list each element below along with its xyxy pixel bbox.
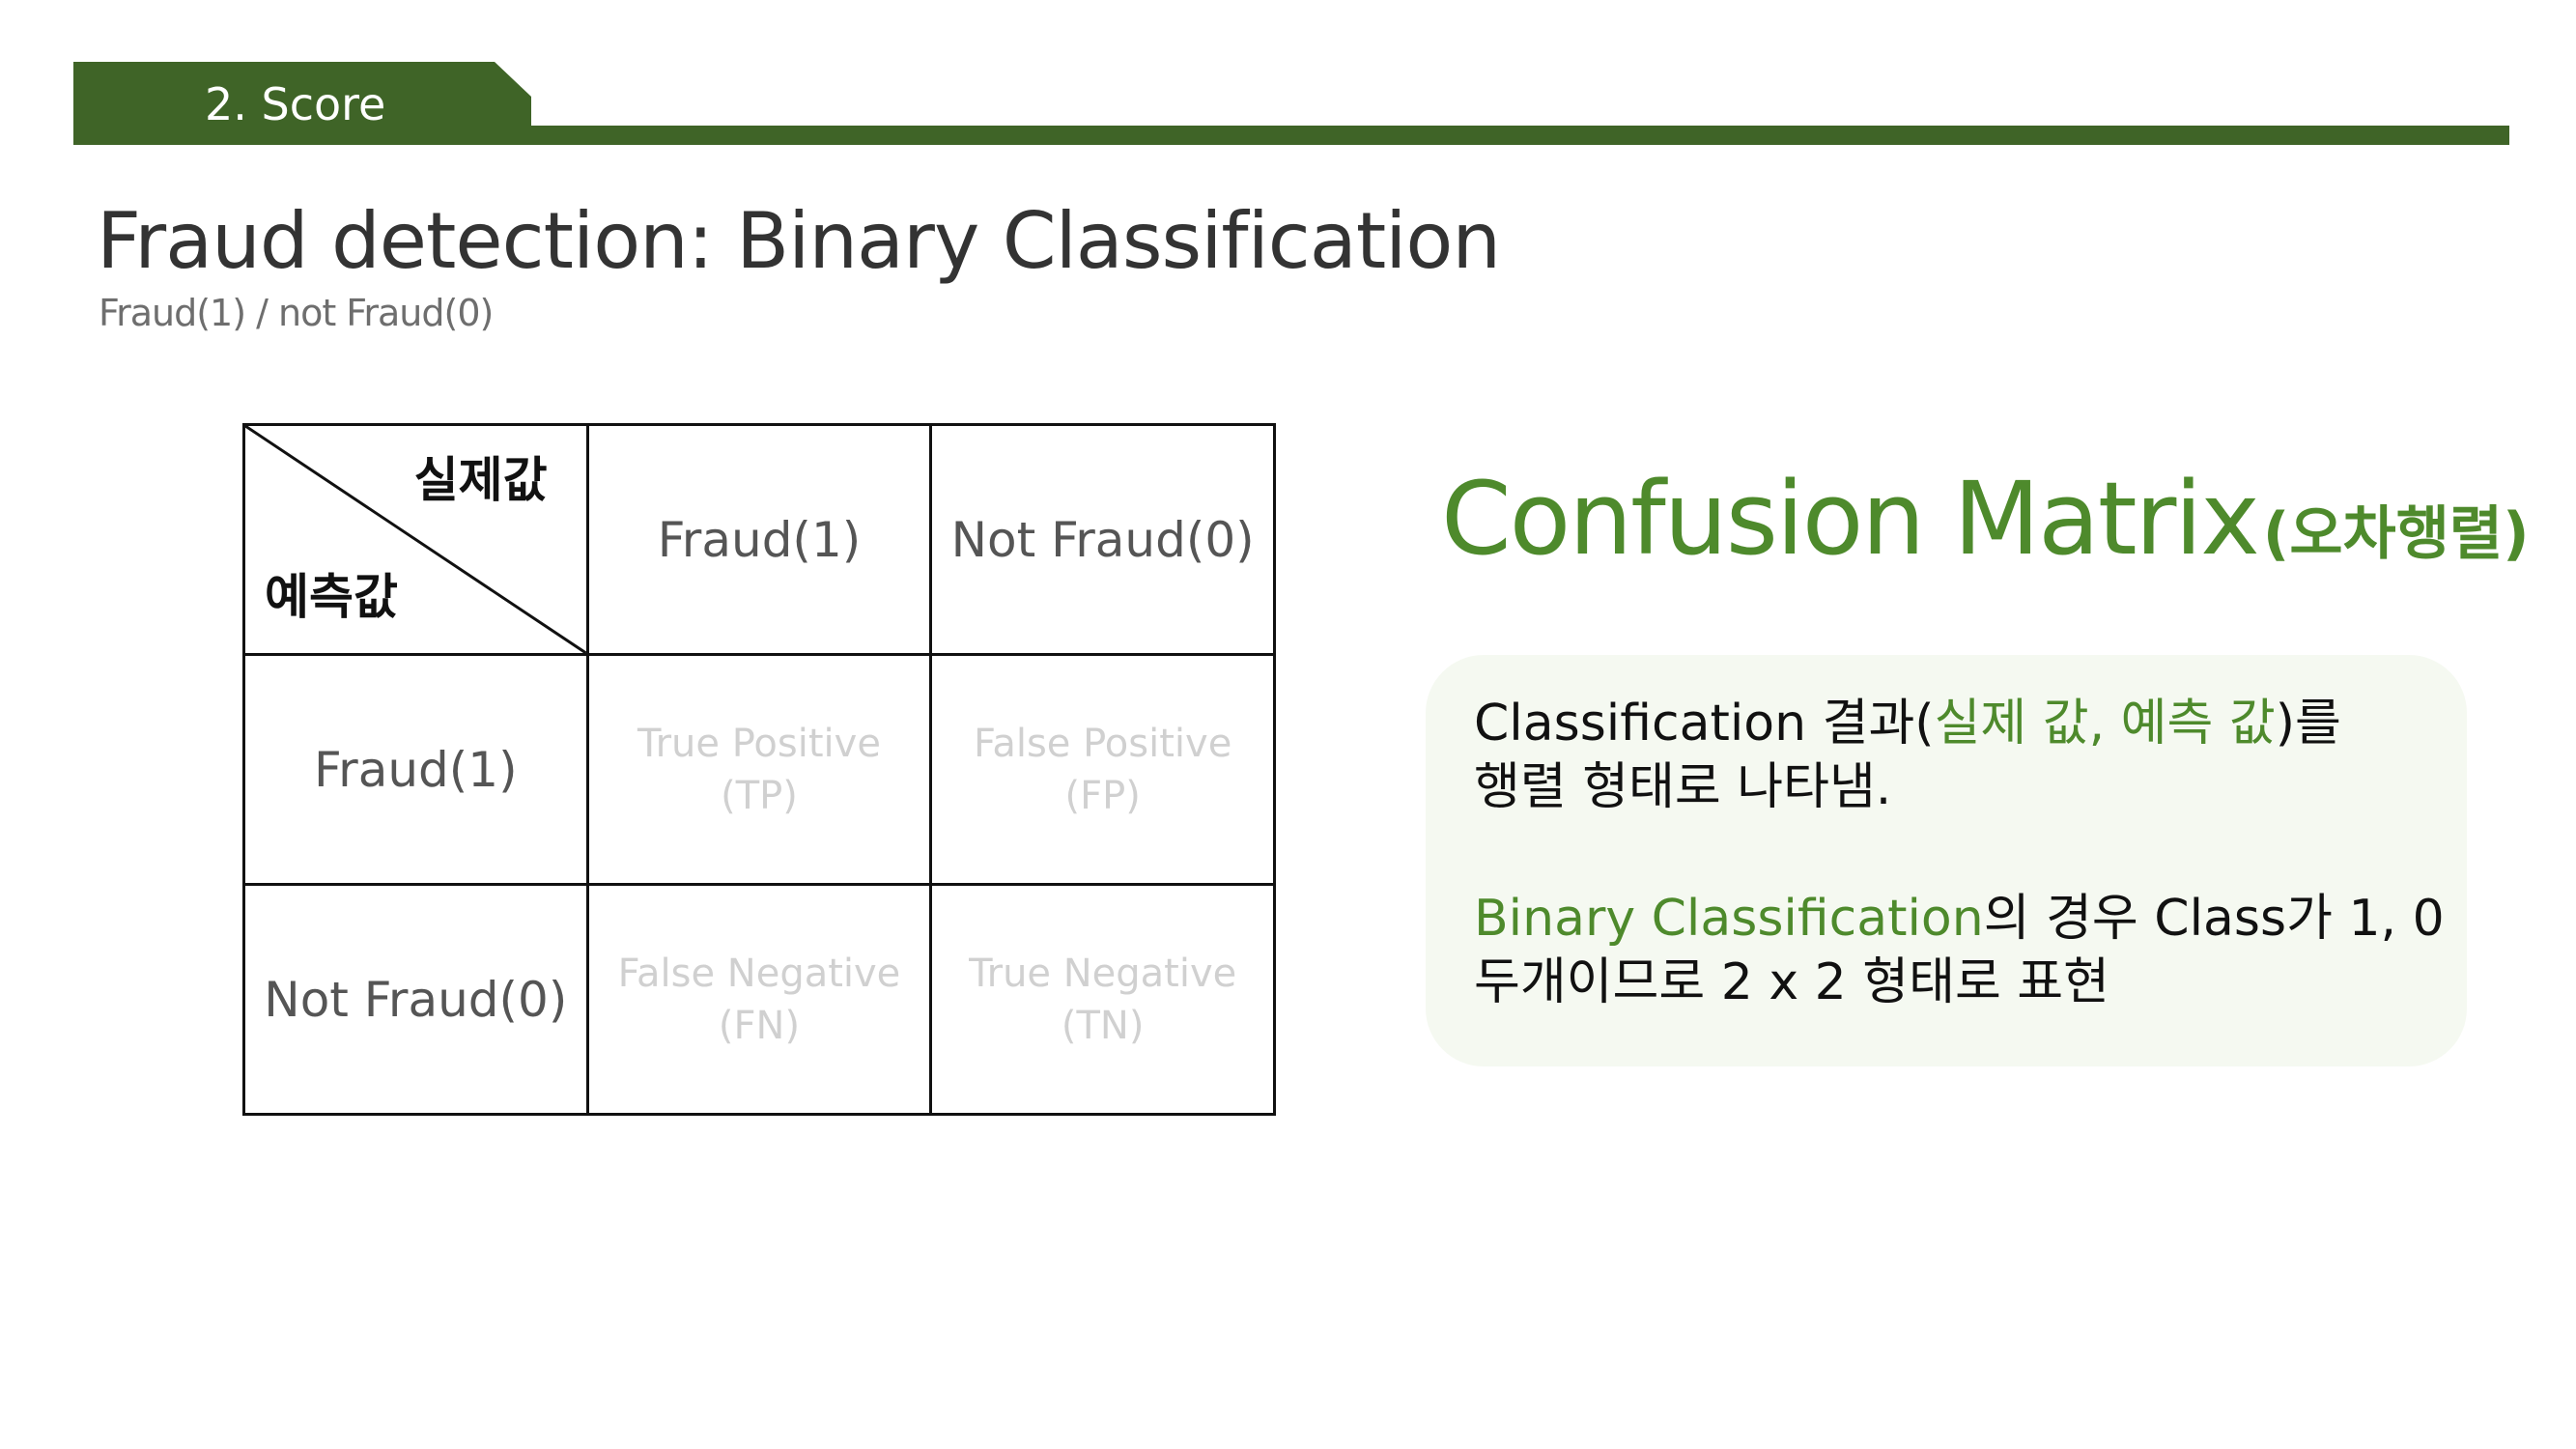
description-text: )를: [2275, 695, 2341, 753]
cell-true-negative: True Negative (TN): [929, 883, 1276, 1116]
cell-abbreviation: (TN): [1061, 1003, 1145, 1048]
confusion-matrix-heading: Confusion Matrix (오차행렬): [1441, 456, 2530, 611]
cell-true-positive: True Positive (TP): [585, 653, 933, 886]
row-header-not-fraud: Not Fraud(0): [242, 883, 589, 1116]
matrix-row-not-fraud: Not Fraud(0) False Negative (FN) True Ne…: [242, 883, 1276, 1116]
description-line-2: 행렬 형태로 나타냄.: [1474, 758, 1892, 816]
confusion-matrix-title: Confusion Matrix: [1441, 460, 2260, 578]
description-line-1: Classification 결과(실제 값, 예측 값)를: [1474, 692, 2341, 755]
page-title: Fraud detection: Binary Classification: [97, 196, 1501, 286]
description-line-3: Binary Classification의 경우 Class가 1, 0: [1474, 887, 2445, 951]
matrix-header-row: 실제값 예측값 Fraud(1) Not Fraud(0): [242, 423, 1276, 656]
cell-abbreviation: (FP): [1064, 773, 1141, 818]
cell-abbreviation: (TP): [721, 773, 798, 818]
predicted-value-label: 예측값: [265, 569, 398, 625]
header-bar: [73, 126, 2509, 145]
row-header-fraud: Fraud(1): [242, 653, 589, 886]
cell-label: True Positive: [637, 721, 881, 766]
description-highlight: Binary Classification: [1474, 890, 1984, 948]
page-subtitle: Fraud(1) / not Fraud(0): [99, 292, 494, 334]
cell-label: False Positive: [973, 721, 1232, 766]
cell-label: False Negative: [617, 951, 901, 996]
column-header-fraud: Fraud(1): [585, 423, 933, 656]
actual-value-label: 실제값: [413, 452, 548, 508]
description-highlight: 실제 값, 예측 값: [1934, 695, 2276, 753]
description-line-4: 두개이므로 2 x 2 형태로 표현: [1474, 953, 2109, 1011]
description-text: 의 경우 Class가 1, 0: [1983, 890, 2445, 948]
cell-false-positive: False Positive (FP): [929, 653, 1276, 886]
column-header-not-fraud: Not Fraud(0): [929, 423, 1276, 656]
confusion-matrix-korean-title: (오차행렬): [2262, 500, 2530, 568]
matrix-row-fraud: Fraud(1) True Positive (TP) False Positi…: [242, 653, 1276, 886]
diagonal-divider: [245, 426, 586, 653]
section-label: 2. Score: [205, 78, 386, 130]
cell-abbreviation: (FN): [718, 1003, 801, 1048]
confusion-matrix-table: 실제값 예측값 Fraud(1) Not Fraud(0) Fraud(1) T…: [242, 423, 1276, 1116]
cell-label: True Negative: [969, 951, 1237, 996]
cell-false-negative: False Negative (FN): [585, 883, 933, 1116]
description-text: Classification 결과(: [1474, 695, 1935, 753]
matrix-corner-cell: 실제값 예측값: [242, 423, 589, 656]
section-tab: [73, 62, 531, 145]
description-box: [1426, 655, 2467, 1066]
